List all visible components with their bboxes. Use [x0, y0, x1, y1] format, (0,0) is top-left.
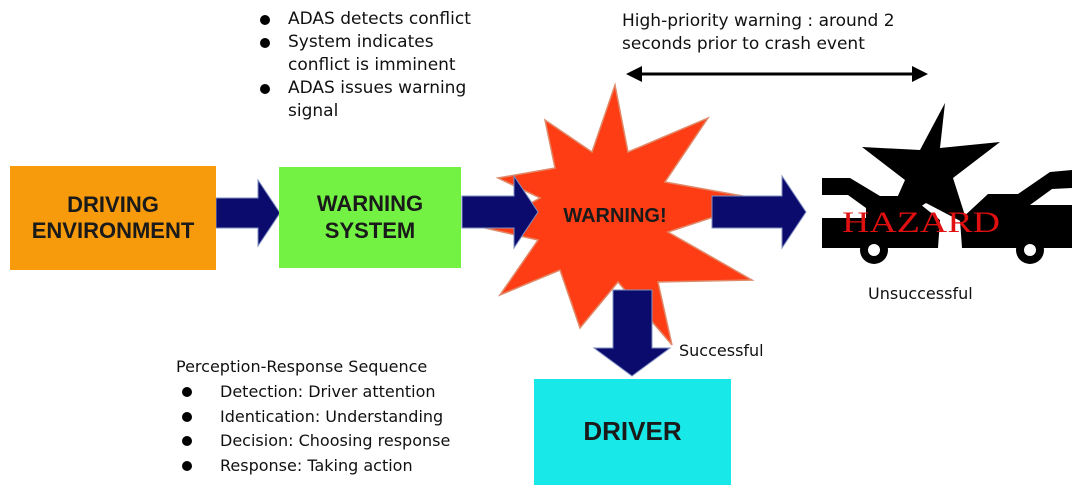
sequence-item: Identication: Understanding: [176, 405, 516, 430]
arrow-warning-to-driver: [592, 289, 672, 377]
warning-burst-shape: [482, 82, 766, 346]
bullet-item: ADAS issues warning signal: [254, 77, 514, 123]
arrow-warning-to-hazard: [711, 174, 807, 250]
driver-label: DRIVER: [583, 416, 682, 447]
perception-response-sequence: Perception-Response Sequence Detection: …: [176, 354, 516, 478]
arrow-system-to-warning: [461, 174, 539, 250]
hazard-label: HAZARD: [842, 206, 1000, 239]
warning-system-box: WARNING SYSTEM: [279, 167, 461, 268]
warning-burst-label: WARNING!: [563, 205, 666, 227]
arrow-environment-to-system: [215, 178, 281, 248]
unsuccessful-label: Unsuccessful: [868, 284, 973, 303]
driving-environment-label: DRIVING ENVIRONMENT: [31, 191, 195, 243]
driving-environment-box: DRIVING ENVIRONMENT: [10, 166, 216, 270]
bullet-item: System indicates conflict is imminent: [254, 31, 514, 77]
warning-system-label: WARNING SYSTEM: [316, 191, 424, 243]
colliding-cars-icon: [822, 170, 1072, 264]
driver-box: DRIVER: [534, 379, 731, 485]
bullet-item: ADAS detects conflict: [254, 8, 514, 31]
successful-label: Successful: [679, 341, 764, 360]
warning-system-bullets: ADAS detects conflict System indicates c…: [254, 8, 514, 123]
timing-note: High-priority warning : around 2 seconds…: [622, 11, 895, 54]
sequence-title: Perception-Response Sequence: [176, 357, 428, 376]
sequence-item: Decision: Choosing response: [176, 429, 516, 454]
timing-double-arrow: [626, 66, 928, 82]
sequence-item: Response: Taking action: [176, 454, 516, 479]
sequence-item: Detection: Driver attention: [176, 380, 516, 405]
